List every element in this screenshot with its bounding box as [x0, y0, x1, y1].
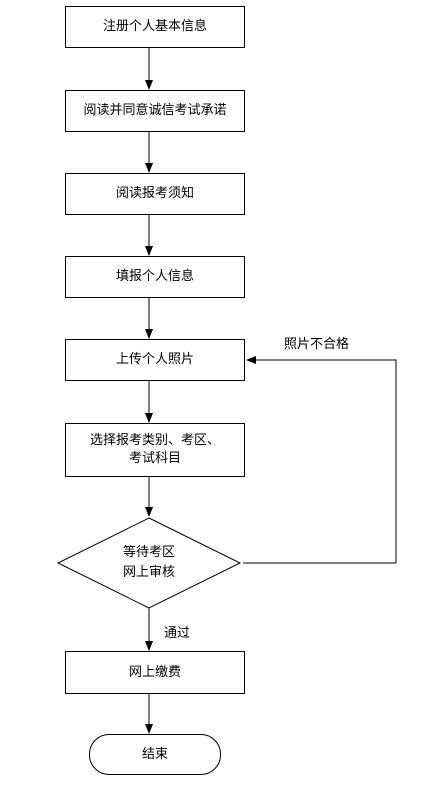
- node-integrity-pledge-label: 阅读并同意诚信考试承诺: [83, 103, 227, 118]
- node-end-label: 结束: [141, 746, 168, 762]
- node-upload-photo: 上传个人照片: [65, 339, 245, 381]
- node-payment: 网上缴费: [65, 651, 245, 694]
- edge-label-photo-fail: 照片不合格: [284, 337, 350, 352]
- node-fill-info-label: 填报个人信息: [115, 269, 194, 284]
- node-select-category-label: 选择报考类别、考区、 考试科目: [89, 433, 220, 466]
- node-exam-notice-label: 阅读报考须知: [115, 186, 194, 201]
- node-exam-notice: 阅读报考须知: [65, 173, 245, 215]
- node-fill-info: 填报个人信息: [65, 256, 245, 298]
- node-register: 注册个人基本信息: [65, 6, 245, 48]
- node-register-label: 注册个人基本信息: [102, 19, 207, 34]
- node-end: 结束: [89, 734, 221, 775]
- node-review-label: 等待考区 网上审核: [122, 545, 175, 580]
- arrow-review-back-to-upload: [243, 356, 397, 564]
- node-integrity-pledge: 阅读并同意诚信考试承诺: [65, 90, 245, 132]
- node-upload-photo-label: 上传个人照片: [115, 352, 194, 367]
- edge-label-pass: 通过: [164, 626, 191, 641]
- node-select-category: 选择报考类别、考区、 考试科目: [65, 423, 245, 477]
- node-payment-label: 网上缴费: [128, 664, 181, 680]
- node-review: 等待考区 网上审核: [98, 538, 200, 588]
